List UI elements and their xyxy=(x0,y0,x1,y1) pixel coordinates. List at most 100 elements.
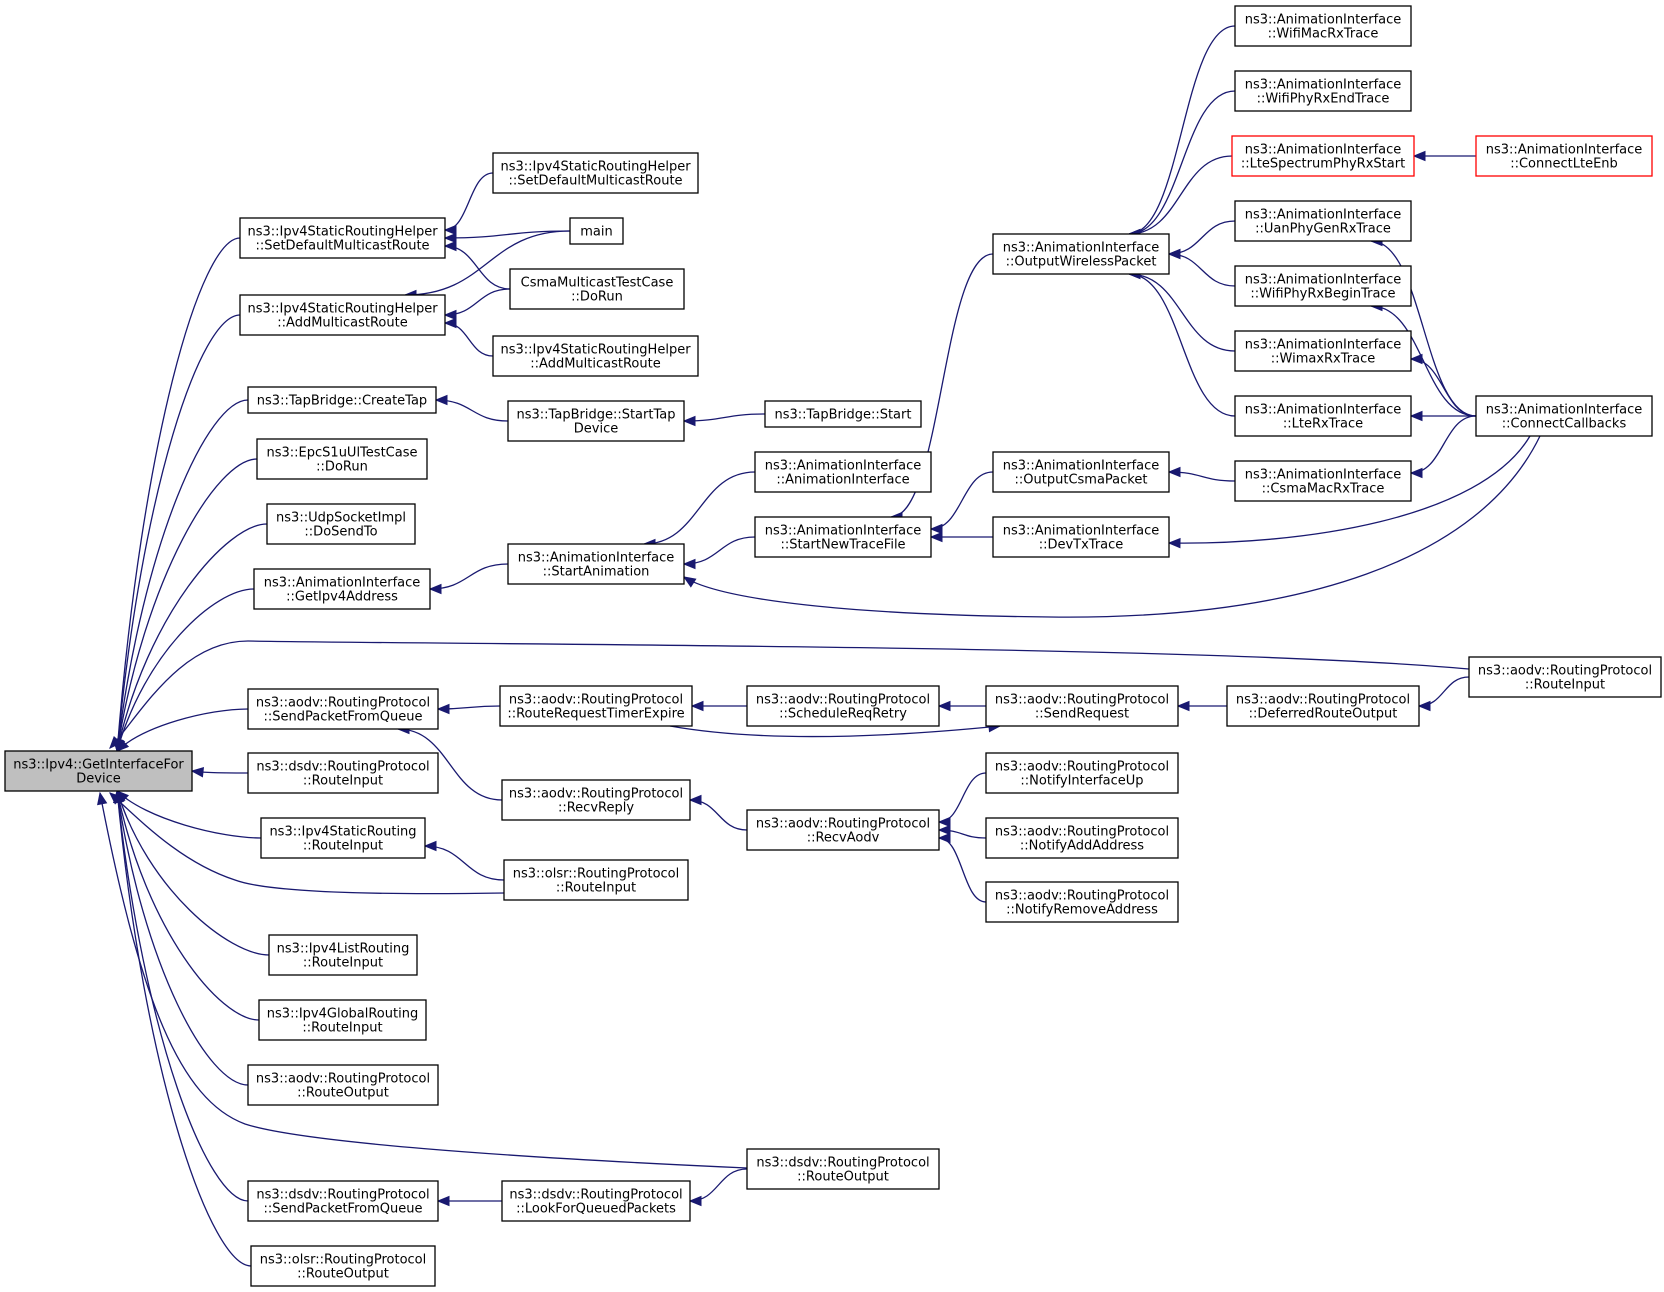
node-box xyxy=(268,934,418,976)
node-label-line: ::DeferredRouteOutput xyxy=(1249,707,1398,722)
node-h_addmc2[interactable]: ns3::Ipv4StaticRoutingHelper::AddMultica… xyxy=(492,335,699,377)
node-anim_connectcb[interactable]: ns3::AnimationInterface::ConnectCallback… xyxy=(1475,395,1653,437)
arrowhead-anim_wifiphybegin-to-anim_outwireless xyxy=(1167,248,1181,260)
node-csma_dorun[interactable]: CsmaMulticastTestCase::DoRun xyxy=(509,268,685,310)
edge-olsr_routeinput-to-ipv4static_routeinput xyxy=(424,845,505,881)
node-box xyxy=(1234,265,1412,307)
arrowhead-csma_dorun-to-ipv4sr_addmc xyxy=(443,309,457,321)
node-box xyxy=(992,516,1170,558)
node-label-line: ns3::aodv::RoutingProtocol xyxy=(509,787,683,802)
edge-anim_ltespec-to-anim_outwireless xyxy=(1128,155,1233,235)
node-anim_ctor[interactable]: ns3::AnimationInterface::AnimationInterf… xyxy=(754,451,932,493)
node-aodv_routeinput[interactable]: ns3::aodv::RoutingProtocol::RouteInput xyxy=(1468,656,1662,698)
node-anim_getipv4[interactable]: ns3::AnimationInterface::GetIpv4Address xyxy=(253,568,431,610)
node-anim_outwireless[interactable]: ns3::AnimationInterface::OutputWirelessP… xyxy=(992,233,1170,275)
node-aodv_recvreply[interactable]: ns3::aodv::RoutingProtocol::RecvReply xyxy=(501,779,691,821)
node-anim_devtx[interactable]: ns3::AnimationInterface::DevTxTrace xyxy=(992,516,1170,558)
node-label-line: ::RouteInput xyxy=(1525,678,1605,693)
node-udp_dosendto[interactable]: ns3::UdpSocketImpl::DoSendTo xyxy=(266,503,416,545)
edge-anim_outwireless-to-anim_starttrace xyxy=(890,253,994,518)
node-label-line: main xyxy=(580,225,612,240)
node-anim_wifiphyend[interactable]: ns3::AnimationInterface::WifiPhyRxEndTra… xyxy=(1234,70,1412,112)
node-label-line: ns3::Ipv4ListRouting xyxy=(277,942,410,957)
edge-main-to-ipv4sr_addmc xyxy=(404,230,571,296)
node-label-line: ns3::Ipv4GlobalRouting xyxy=(267,1007,418,1022)
node-anim_wifimacrx[interactable]: ns3::AnimationInterface::WifiMacRxTrace xyxy=(1234,5,1412,47)
node-anim_ltespec[interactable]: ns3::AnimationInterface::LteSpectrumPhyR… xyxy=(1231,135,1415,177)
node-tap_createtap[interactable]: ns3::TapBridge::CreateTap xyxy=(247,386,437,414)
node-label-line: ::SetDefaultMulticastRoute xyxy=(255,239,429,254)
arrowhead-h_addmc2-to-ipv4sr_addmc xyxy=(443,317,457,329)
node-olsr_routeinput[interactable]: ns3::olsr::RoutingProtocol::RouteInput xyxy=(503,859,689,901)
node-box xyxy=(247,1180,439,1222)
node-dsdv_routeoutput[interactable]: ns3::dsdv::RoutingProtocol::RouteOutput xyxy=(746,1148,940,1190)
node-aodv_deferred[interactable]: ns3::aodv::RoutingProtocol::DeferredRout… xyxy=(1226,685,1420,727)
node-dsdv_routeinput[interactable]: ns3::dsdv::RoutingProtocol::RouteInput xyxy=(247,752,439,794)
node-label-line: CsmaMulticastTestCase xyxy=(521,276,674,291)
edge-aodv_ifup-to-aodv_recvaodv xyxy=(938,772,987,823)
node-epc_dorun[interactable]: ns3::EpcS1uUlTestCase::DoRun xyxy=(256,438,428,480)
node-dsdv_lookfor[interactable]: ns3::dsdv::RoutingProtocol::LookForQueue… xyxy=(501,1180,691,1222)
node-box xyxy=(1231,135,1415,177)
node-label-line: ::SendPacketFromQueue xyxy=(264,1202,423,1217)
arrowhead-anim_connectcb-to-anim_wimaxrx xyxy=(1409,353,1423,365)
arrowhead-aodv_routeinput-to-root xyxy=(109,735,122,749)
node-h_setdefmc2[interactable]: ns3::Ipv4StaticRoutingHelper::SetDefault… xyxy=(492,152,699,194)
node-label-line: ns3::aodv::RoutingProtocol xyxy=(1236,693,1410,708)
node-aodv_addaddr[interactable]: ns3::aodv::RoutingProtocol::NotifyAddAdd… xyxy=(985,817,1179,859)
node-olsr_routeoutput[interactable]: ns3::olsr::RoutingProtocol::RouteOutput xyxy=(250,1245,436,1287)
node-aodv_ifup[interactable]: ns3::aodv::RoutingProtocol::NotifyInterf… xyxy=(985,752,1179,794)
node-anim_starttrace[interactable]: ns3::AnimationInterface::StartNewTraceFi… xyxy=(754,516,932,558)
node-ipv4sr_addmc[interactable]: ns3::Ipv4StaticRoutingHelper::AddMultica… xyxy=(239,294,446,336)
edge-aodv_rmaddr-to-aodv_recvaodv xyxy=(938,837,987,903)
node-label-line: ns3::AnimationInterface xyxy=(1245,78,1402,93)
node-ipv4sr_setdefmc[interactable]: ns3::Ipv4StaticRoutingHelper::SetDefault… xyxy=(239,217,446,259)
node-aodv_rmaddr[interactable]: ns3::aodv::RoutingProtocol::NotifyRemove… xyxy=(985,881,1179,923)
node-label-line: ns3::aodv::RoutingProtocol xyxy=(995,693,1169,708)
node-label-line: ::WimaxRxTrace xyxy=(1271,352,1375,367)
node-main[interactable]: main xyxy=(569,217,624,245)
arrowhead-csma_dorun-to-ipv4sr_setdefmc xyxy=(443,240,457,252)
node-ipv4list_routeinput[interactable]: ns3::Ipv4ListRouting::RouteInput xyxy=(268,934,418,976)
arrowhead-anim_devtx-to-anim_starttrace xyxy=(929,531,943,543)
node-dsdv_sendpkt[interactable]: ns3::dsdv::RoutingProtocol::SendPacketFr… xyxy=(247,1180,439,1222)
edge-ipv4global_routeinput-to-root xyxy=(116,790,260,1021)
node-label-line: ::NotifyAddAddress xyxy=(1020,839,1144,854)
edge-anim_connectcb-to-anim_csmamacrx xyxy=(1410,415,1477,474)
node-aodv_sendpkt[interactable]: ns3::aodv::RoutingProtocol::SendPacketFr… xyxy=(247,688,439,730)
node-aodv_schedreq[interactable]: ns3::aodv::RoutingProtocol::ScheduleReqR… xyxy=(746,685,940,727)
node-label-line: ns3::AnimationInterface xyxy=(1245,468,1402,483)
node-anim_startanim[interactable]: ns3::AnimationInterface::StartAnimation xyxy=(507,543,685,585)
node-anim_uanphy[interactable]: ns3::AnimationInterface::UanPhyGenRxTrac… xyxy=(1234,200,1412,242)
node-label-line: ::LteRxTrace xyxy=(1283,417,1363,432)
node-label-line: ns3::aodv::RoutingProtocol xyxy=(756,817,930,832)
node-ipv4static_routeinput[interactable]: ns3::Ipv4StaticRouting::RouteInput xyxy=(260,817,426,859)
node-box xyxy=(239,294,446,336)
node-box xyxy=(256,438,428,480)
node-aodv_rrtimer[interactable]: ns3::aodv::RoutingProtocol::RouteRequest… xyxy=(499,685,693,727)
node-anim_wimaxrx[interactable]: ns3::AnimationInterface::WimaxRxTrace xyxy=(1234,330,1412,372)
node-label-line: ::UanPhyGenRxTrace xyxy=(1255,222,1391,237)
node-tap_start[interactable]: ns3::TapBridge::Start xyxy=(764,400,922,428)
node-anim_lterx[interactable]: ns3::AnimationInterface::LteRxTrace xyxy=(1234,395,1412,437)
edge-ipv4sr_setdefmc-to-root xyxy=(116,237,241,752)
node-aodv_routeoutput[interactable]: ns3::aodv::RoutingProtocol::RouteOutput xyxy=(247,1064,439,1106)
edge-aodv_recvaodv-to-aodv_recvreply xyxy=(689,799,748,831)
node-label-line: ns3::dsdv::RoutingProtocol xyxy=(509,1188,682,1203)
node-label-line: ::ConnectLteEnb xyxy=(1510,157,1618,172)
node-box xyxy=(247,752,439,794)
node-box xyxy=(992,233,1170,275)
node-aodv_recvaodv[interactable]: ns3::aodv::RoutingProtocol::RecvAodv xyxy=(746,809,940,851)
node-ipv4global_routeinput[interactable]: ns3::Ipv4GlobalRouting::RouteInput xyxy=(258,999,427,1041)
node-anim_connectlte[interactable]: ns3::AnimationInterface::ConnectLteEnb xyxy=(1475,135,1653,177)
node-anim_outcsma[interactable]: ns3::AnimationInterface::OutputCsmaPacke… xyxy=(992,451,1170,493)
node-anim_csmamacrx[interactable]: ns3::AnimationInterface::CsmaMacRxTrace xyxy=(1234,460,1412,502)
node-label-line: ns3::dsdv::RoutingProtocol xyxy=(756,1156,929,1171)
arrowhead-anim_outcsma-to-anim_starttrace xyxy=(929,523,943,535)
node-label-line: ns3::AnimationInterface xyxy=(1245,143,1402,158)
node-anim_wifiphybegin[interactable]: ns3::AnimationInterface::WifiPhyRxBeginT… xyxy=(1234,265,1412,307)
edge-ipv4list_routeinput-to-root xyxy=(116,790,270,956)
node-aodv_sendreq[interactable]: ns3::aodv::RoutingProtocol::SendRequest xyxy=(985,685,1179,727)
